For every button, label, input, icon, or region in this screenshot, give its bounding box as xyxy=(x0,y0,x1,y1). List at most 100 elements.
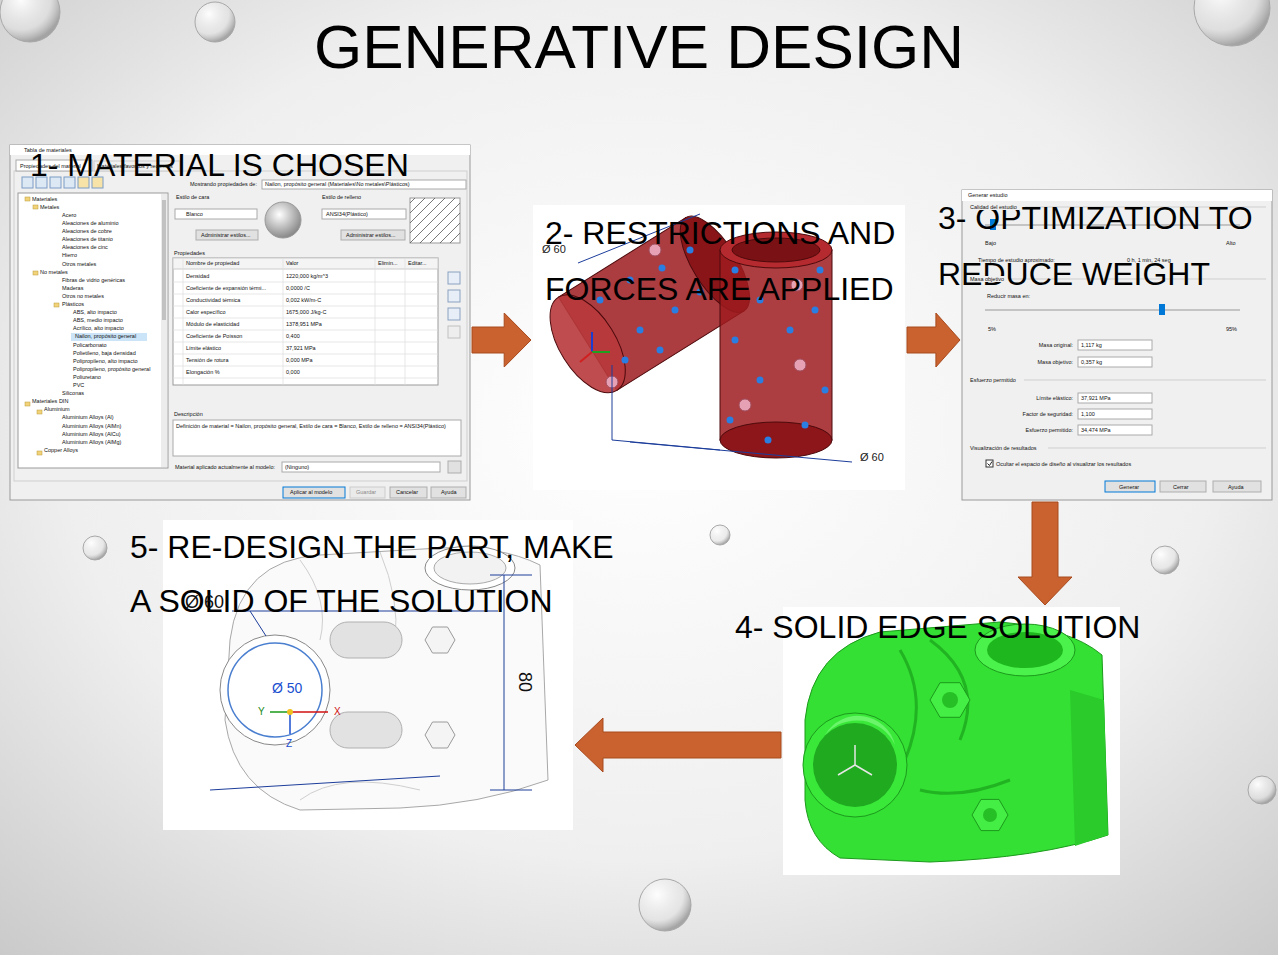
dialog-text: Propiedades del material xyxy=(20,163,81,170)
material-dialog-part xyxy=(173,420,461,456)
hatch-pattern-part xyxy=(410,198,455,243)
dialog-text: Límite elástico xyxy=(186,345,221,352)
dialog-text: Policarbonato xyxy=(73,342,107,349)
material-dialog-part xyxy=(196,230,258,240)
dialog-text: Tensión de rotura xyxy=(186,357,229,364)
step-heading: 4- SOLID EDGE SOLUTION xyxy=(735,607,1175,647)
redesigned-part-part xyxy=(163,520,573,830)
dialog-text: Cancelar xyxy=(396,489,418,496)
dialog-text: Aleaciones de cinc xyxy=(62,244,108,251)
dialog-text: 0,0000 /C xyxy=(286,285,310,292)
load-points-part xyxy=(822,387,829,394)
material-dialog-part xyxy=(10,145,470,500)
table-grid-part xyxy=(173,330,438,331)
tree-folders-part xyxy=(33,271,38,275)
dialog-text: Esfuerzo permitido xyxy=(968,377,1018,384)
dimension-lines-part xyxy=(612,365,613,440)
load-points-part xyxy=(657,347,664,354)
dialog-text: 0,400 xyxy=(286,333,300,340)
material-dialog-part xyxy=(431,487,466,498)
load-points-part xyxy=(672,307,679,314)
dialog-text: (Ninguno) xyxy=(285,464,309,471)
nut-markers-part xyxy=(739,399,751,411)
water-drops-part xyxy=(710,525,730,545)
table-grid xyxy=(173,258,438,385)
table-grid-part xyxy=(173,282,438,283)
dialog-text: Aluminium Alloys (AlMn) xyxy=(62,423,121,430)
tree-folders-part xyxy=(25,197,30,201)
dimension-label: Ø 60 xyxy=(542,243,566,256)
dialog-text: Materiales favoritos y recientes xyxy=(97,163,173,170)
slide-title: GENERATIVE DESIGN xyxy=(0,10,1278,84)
study-dialog-part xyxy=(1213,481,1261,492)
axis-triad xyxy=(838,745,872,775)
dialog-text: 0,357 kg xyxy=(1081,359,1102,366)
dialog-text: Material aplicado actualmente al modelo: xyxy=(175,464,275,471)
water-drops-part xyxy=(639,879,691,931)
dialog-text: Administrar estilos... xyxy=(346,232,396,239)
dialog-text: Metales xyxy=(40,204,59,211)
dialog-text: Ayuda xyxy=(441,489,457,496)
dialog-text: Acrílico, alto impacto xyxy=(73,325,124,332)
dialog-text: Tiempo de estudio aproximado: xyxy=(978,257,1055,264)
generated-part xyxy=(783,607,1120,875)
tree-folders-part xyxy=(37,451,42,455)
material-dialog-part xyxy=(350,487,385,498)
group-lines-part xyxy=(1024,380,1266,381)
dialog-text: 1220,000 kg/m^3 xyxy=(286,273,328,280)
dialog-text: Generar xyxy=(1119,484,1139,491)
generated-part-part xyxy=(825,716,895,745)
value-fields-part xyxy=(1078,357,1152,367)
axis-triad-part xyxy=(855,765,872,775)
study-dialog-part xyxy=(1159,304,1165,315)
table-grid-part xyxy=(173,342,438,343)
water-drops-part xyxy=(83,536,107,560)
dialog-text: Elongación % xyxy=(186,369,220,376)
dialog-text: Masa objetivo: xyxy=(1038,359,1073,366)
material-dialog-part xyxy=(262,180,466,189)
loads-model-part-part xyxy=(720,422,832,458)
material-dialog-part xyxy=(448,461,461,473)
dialog-text: Aleaciones de cobre xyxy=(62,228,112,235)
load-points-part xyxy=(802,422,809,429)
axis-triad xyxy=(580,332,610,362)
dialog-text: Copper Alloys xyxy=(44,447,78,454)
axis-triad xyxy=(270,712,328,734)
value-fields-part xyxy=(1078,393,1152,403)
side-icons-part xyxy=(448,272,460,284)
dialog-text: 0,000 MPa xyxy=(286,357,313,364)
dialog-text: No metales xyxy=(40,269,68,276)
dimension-label: X xyxy=(334,706,341,718)
table-grid-part xyxy=(173,294,438,295)
load-points-part xyxy=(637,327,644,334)
table-grid-part xyxy=(173,318,438,319)
generated-part-part xyxy=(972,799,1008,830)
dialog-text: Masa original: xyxy=(1039,342,1073,349)
generated-part-part xyxy=(803,713,907,817)
dialog-text: Coeficiente de Poisson xyxy=(186,333,242,340)
dialog-text: PVC xyxy=(73,382,84,389)
dialog-text: Plásticos xyxy=(62,301,84,308)
axis-triad-part xyxy=(838,765,855,775)
dialog-text: Otros metales xyxy=(62,261,96,268)
generated-part-part xyxy=(983,808,997,822)
value-fields xyxy=(1078,340,1152,435)
dialog-text: 0,000 xyxy=(286,369,300,376)
dialog-text: Valor xyxy=(286,260,298,267)
load-points-part xyxy=(732,337,739,344)
step-panel: 4- SOLID EDGE SOLUTION xyxy=(783,607,1120,875)
water-drops-part xyxy=(0,0,60,42)
dialog-text: Ayuda xyxy=(1228,484,1244,491)
study-dialog-part xyxy=(1105,481,1155,492)
dialog-text: Conductividad térmica xyxy=(186,297,240,304)
dialog-text: Módulo de elasticidad xyxy=(186,321,239,328)
redesigned-part-part xyxy=(228,643,322,737)
dialog-text: Calor específico xyxy=(186,309,225,316)
dialog-text: Estilo de cara xyxy=(176,194,209,201)
dialog-text: Hierro xyxy=(62,252,77,259)
hatch-pattern xyxy=(410,198,460,243)
